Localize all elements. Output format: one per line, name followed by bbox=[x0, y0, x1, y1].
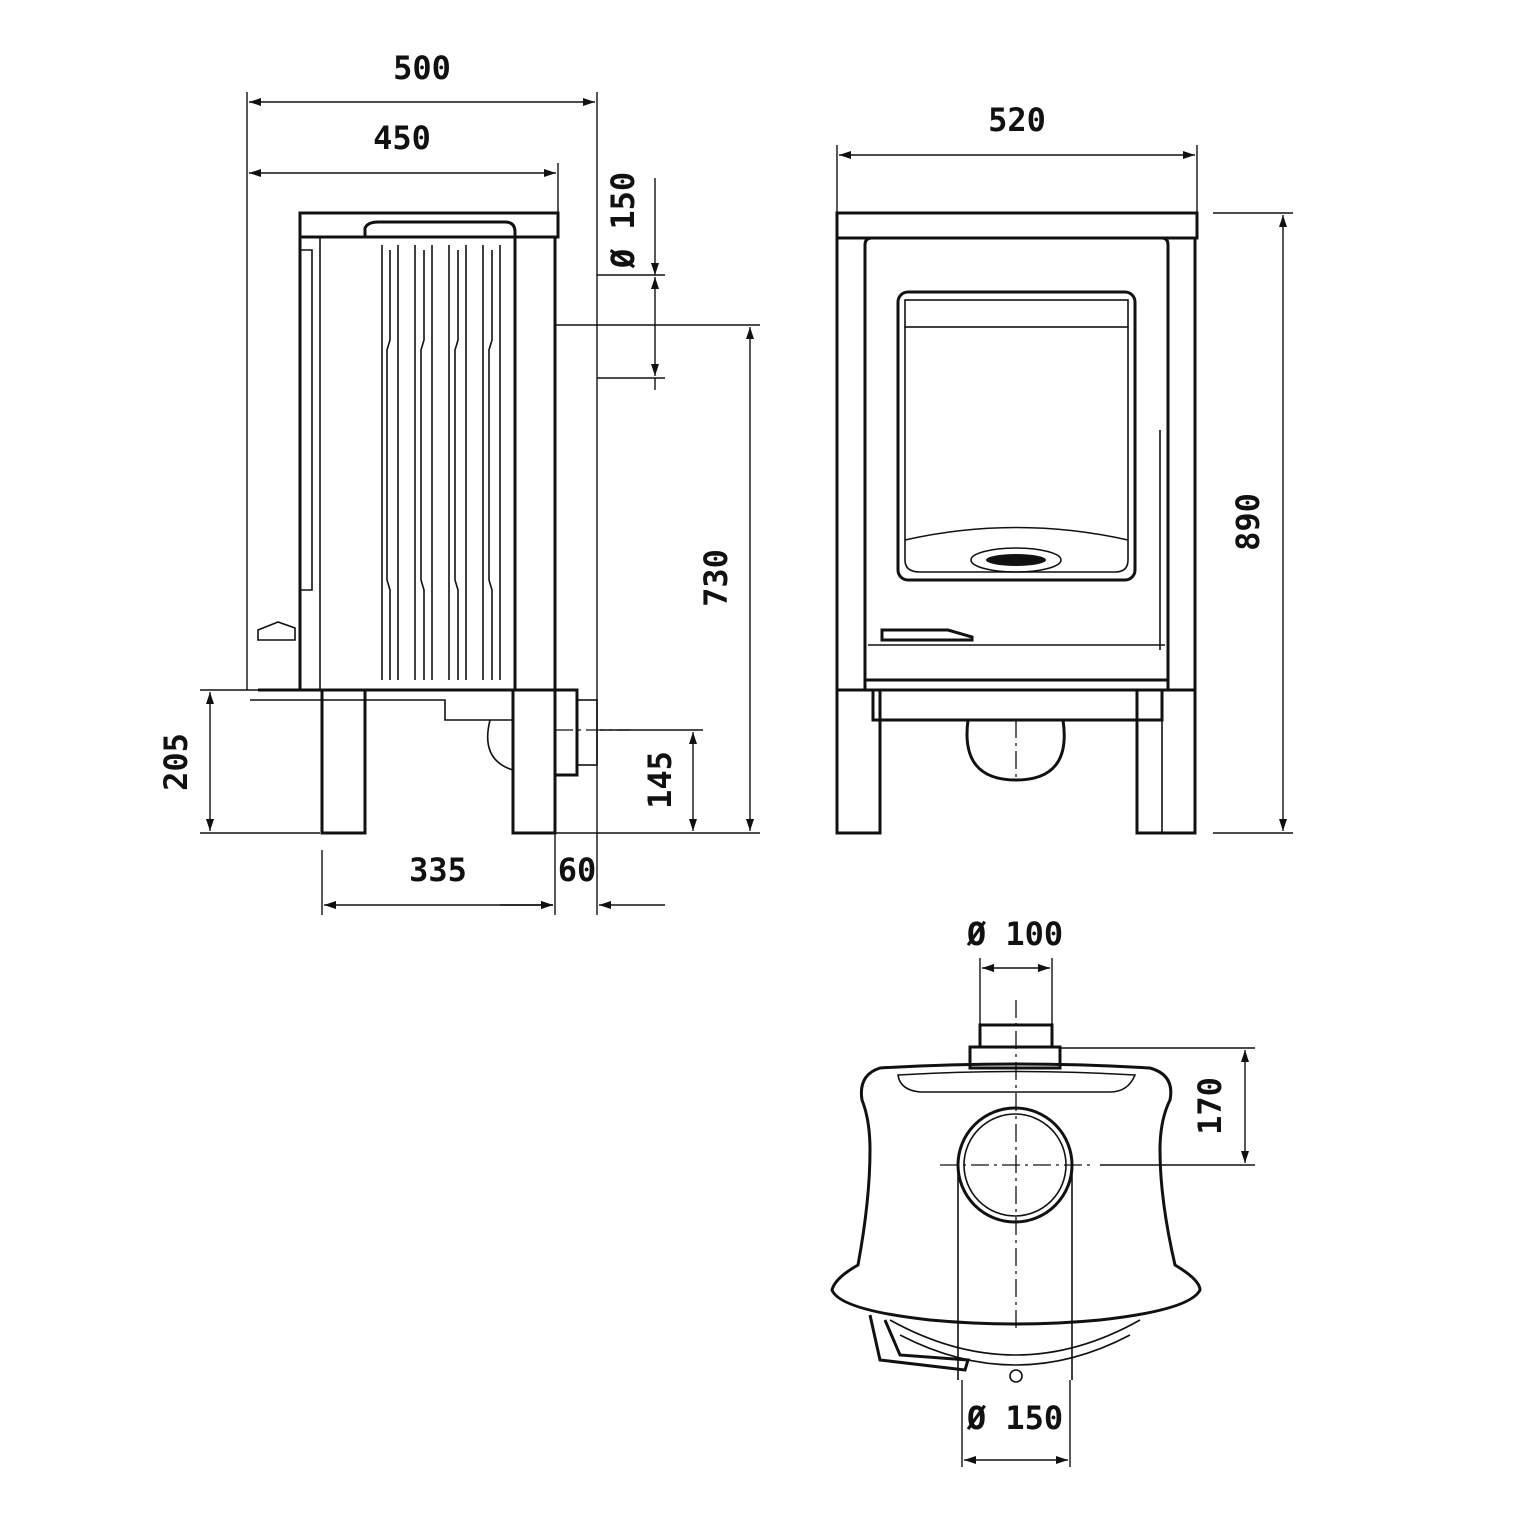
flutes bbox=[381, 245, 501, 680]
dim-rear-flue-diameter: Ø 150 bbox=[966, 1399, 1063, 1437]
side-view bbox=[250, 211, 630, 835]
dim-top-flue-diameter: Ø 100 bbox=[966, 915, 1063, 953]
dim-rear-outlet-height: 145 bbox=[641, 751, 679, 809]
top-dimensions bbox=[961, 958, 1255, 1467]
dim-front-width: 520 bbox=[988, 101, 1046, 139]
dim-width-body: 450 bbox=[373, 119, 431, 157]
dim-base-height: 205 bbox=[157, 733, 195, 791]
brand-logo bbox=[986, 554, 1046, 566]
front-dimensions bbox=[836, 145, 1293, 834]
dim-flue-offset: 170 bbox=[1191, 1077, 1229, 1135]
side-dimensions bbox=[200, 92, 760, 915]
dim-outlet-depth: 60 bbox=[558, 851, 597, 889]
dim-flue-diameter: Ø 150 bbox=[604, 172, 642, 269]
front-view bbox=[835, 211, 1199, 835]
dim-flue-height: 730 bbox=[697, 549, 735, 607]
dim-leg-spacing: 335 bbox=[409, 851, 467, 889]
top-view bbox=[830, 1000, 1202, 1383]
dim-width-overall: 500 bbox=[393, 49, 451, 87]
dim-front-height: 890 bbox=[1229, 493, 1267, 551]
